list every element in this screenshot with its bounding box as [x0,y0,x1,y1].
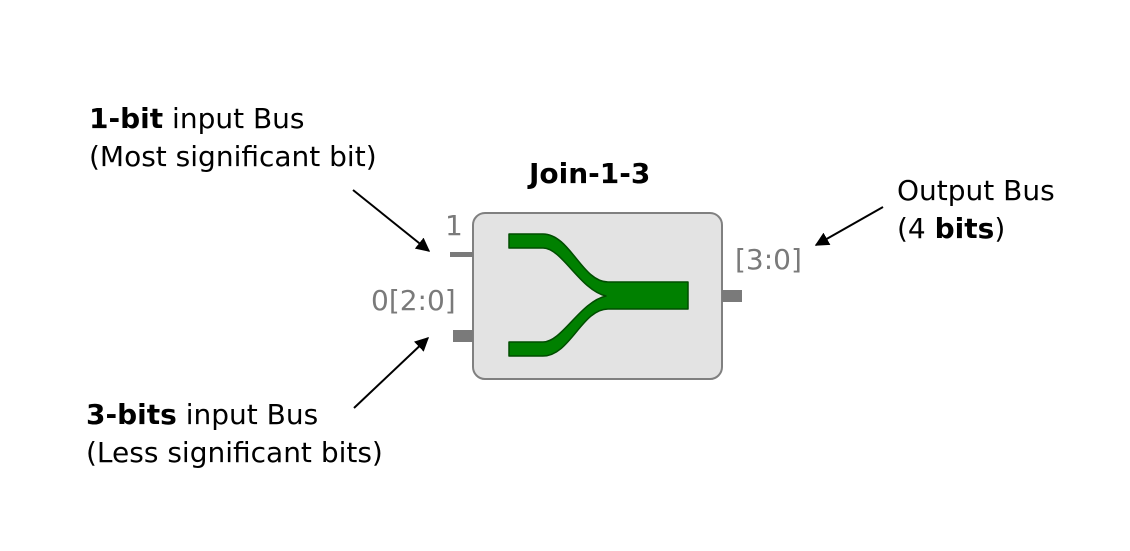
msb-annotation-rest: input Bus [163,102,305,135]
lsb-annotation: 3-bits input Bus (Less significant bits) [86,396,383,472]
lsb-annotation-bold: 3-bits [86,398,177,431]
msb-annotation-bold: 1-bit [89,102,164,135]
lsb-annotation-rest: input Bus [176,398,319,431]
block-title: Join-1-3 [529,157,651,190]
output-annotation-post: ) [994,212,1006,245]
port-label-msb: 1 [445,209,463,242]
msb-annotation-line2: (Most significant bit) [89,140,377,173]
msb-annotation: 1-bit input Bus (Most significant bit) [89,100,377,176]
msb-arrow [352,189,431,252]
port-label-output: [3:0] [735,243,802,276]
output-annotation: Output Bus (4 bits) [897,172,1055,248]
output-port[interactable] [722,290,742,302]
lsb-arrow [353,337,430,409]
output-annotation-line1: Output Bus [897,174,1055,207]
lsb-input-port[interactable] [453,330,473,342]
lsb-annotation-line2: (Less significant bits) [86,436,383,469]
port-label-lsb: 0[2:0] [371,284,456,317]
output-annotation-pre: (4 [897,212,935,245]
msb-input-port[interactable] [450,252,473,257]
join-icon [508,233,689,357]
output-arrow [814,206,884,246]
output-annotation-bold: bits [934,212,995,245]
